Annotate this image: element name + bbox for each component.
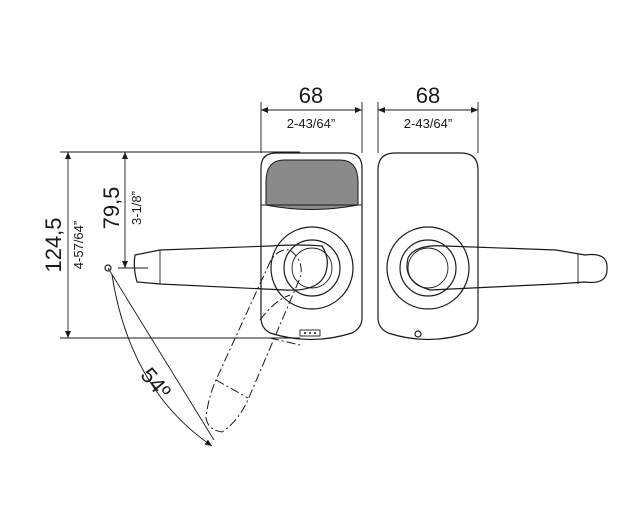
lever-rotated-phantom (205, 249, 302, 433)
height-total-inch-label: 4-57/64” (71, 221, 86, 269)
width-right-mm-label: 68 (416, 83, 440, 108)
front-escutcheon-outline (260, 152, 363, 341)
card-reader-panel (265, 159, 359, 210)
height-lever-mm-label: 79,5 (99, 187, 124, 230)
width-left-inch-label: 2-43/64” (287, 116, 335, 131)
height-lever-inch-label: 3-1/8” (129, 191, 144, 225)
front-lever (133, 244, 328, 291)
height-dimension-lever: 79,5 3-1/8” (99, 152, 148, 269)
front-rose-outer (270, 226, 354, 310)
height-dimension-total: 124,5 4-57/64” (41, 151, 300, 339)
keypad-indicator (299, 329, 321, 337)
width-right-inch-label: 2-43/64” (404, 116, 452, 131)
height-total-mm-label: 124,5 (41, 217, 66, 272)
lock-front-view (104, 152, 363, 433)
width-dimension-right: 68 2-43/64” (377, 83, 479, 153)
front-rose-inner (283, 239, 341, 297)
width-left-mm-label: 68 (299, 83, 323, 108)
width-dimension-left: 68 2-43/64” (260, 83, 363, 153)
back-lever (406, 245, 608, 291)
back-rose-inner (399, 239, 457, 297)
back-rose-outer (386, 226, 470, 310)
lock-back-view (377, 152, 608, 341)
rotation-angle-dimension: 54º (107, 267, 215, 447)
back-escutcheon-outline (377, 152, 479, 341)
lever-pivot-point (104, 264, 112, 272)
back-screw-hole (414, 330, 422, 338)
